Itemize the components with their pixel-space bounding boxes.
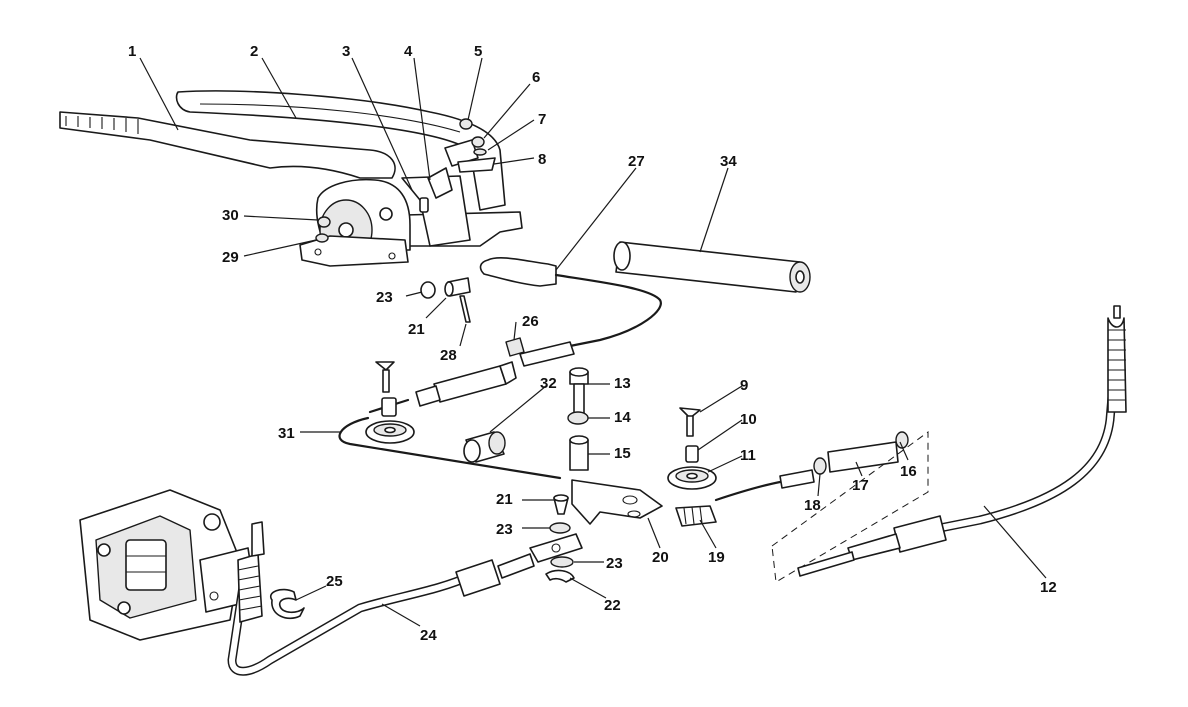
cable-24 xyxy=(227,521,535,676)
washer-14 xyxy=(567,411,589,425)
washer-23-mid xyxy=(549,522,571,534)
center-hardware xyxy=(529,367,663,583)
tube-34 xyxy=(613,241,811,293)
callout-15: 15 xyxy=(614,445,631,462)
spacer-10 xyxy=(685,445,699,463)
callout-10: 10 xyxy=(740,411,757,428)
callout-32: 32 xyxy=(540,375,557,392)
callout-5: 5 xyxy=(474,43,482,60)
callout-21-lower: 21 xyxy=(496,491,513,508)
callout-28: 28 xyxy=(440,347,457,364)
clip-22 xyxy=(545,569,575,583)
cable-12 xyxy=(797,305,1127,577)
callout-14: 14 xyxy=(614,409,631,426)
callout-19: 19 xyxy=(708,549,725,566)
callout-12: 12 xyxy=(1040,579,1057,596)
screw-9 xyxy=(679,407,701,419)
callout-7: 7 xyxy=(538,111,546,128)
callout-3: 3 xyxy=(342,43,350,60)
callout-9: 9 xyxy=(740,377,748,394)
callout-8: 8 xyxy=(538,151,546,168)
callout-23-upper: 23 xyxy=(376,289,393,306)
callout-34: 34 xyxy=(720,153,737,170)
boot-19 xyxy=(675,505,717,527)
lever-cover xyxy=(175,90,506,211)
callout-2: 2 xyxy=(250,43,258,60)
callout-27: 27 xyxy=(628,153,645,170)
callout-22: 22 xyxy=(604,597,621,614)
nut-16 xyxy=(895,431,909,449)
right-pulley-assembly xyxy=(667,407,929,583)
callout-21-upper: 21 xyxy=(408,321,425,338)
nut-18 xyxy=(813,457,827,475)
equaliser-27 xyxy=(479,257,557,287)
callout-23-mid: 23 xyxy=(496,521,513,538)
cable-12-ferrule xyxy=(893,515,947,553)
cable-31-assembly xyxy=(338,341,575,480)
washer-7 xyxy=(473,148,487,156)
callout-29: 29 xyxy=(222,249,239,266)
callout-31: 31 xyxy=(278,425,295,442)
circlip-25 xyxy=(269,588,305,620)
sleeve-32 xyxy=(463,431,506,463)
brake-caliper xyxy=(79,489,257,641)
cable-24-ferrule xyxy=(455,559,501,597)
adjuster-17 xyxy=(827,441,899,473)
lever-handle xyxy=(59,111,396,179)
callout-1: 1 xyxy=(128,43,136,60)
adjuster-sleeve xyxy=(433,365,507,403)
callout-26: 26 xyxy=(522,313,539,330)
washer-23-top xyxy=(420,281,436,299)
nut-26 xyxy=(505,337,525,357)
mounting-plate xyxy=(299,235,409,267)
callout-30: 30 xyxy=(222,207,239,224)
nut-6 xyxy=(471,136,485,148)
washer-23-low xyxy=(550,556,574,568)
callout-labels: 1 2 3 4 5 6 7 8 9 10 11 12 13 14 15 16 1… xyxy=(128,43,1057,644)
callout-4: 4 xyxy=(404,43,413,60)
nut-30 xyxy=(317,216,331,228)
callout-17: 17 xyxy=(852,477,869,494)
cable-end-block xyxy=(381,397,397,417)
washer-29 xyxy=(315,233,329,243)
callout-20: 20 xyxy=(652,549,669,566)
callout-24: 24 xyxy=(420,627,437,644)
callout-23-low: 23 xyxy=(606,555,623,572)
handbrake-lever-assembly xyxy=(59,90,523,267)
callout-13: 13 xyxy=(614,375,631,392)
callout-16: 16 xyxy=(900,463,917,480)
callout-11: 11 xyxy=(740,447,756,464)
nut-5 xyxy=(459,118,473,130)
callout-25: 25 xyxy=(326,573,343,590)
leader-lines xyxy=(139,57,1047,627)
switch-bracket xyxy=(444,139,479,167)
equaliser-assembly xyxy=(420,257,662,357)
clevis-lower xyxy=(529,533,583,563)
screw-left xyxy=(375,361,395,371)
callout-6: 6 xyxy=(532,69,540,86)
bracket-20 xyxy=(571,479,663,525)
callout-18: 18 xyxy=(804,497,821,514)
split-pin-28 xyxy=(459,295,471,323)
